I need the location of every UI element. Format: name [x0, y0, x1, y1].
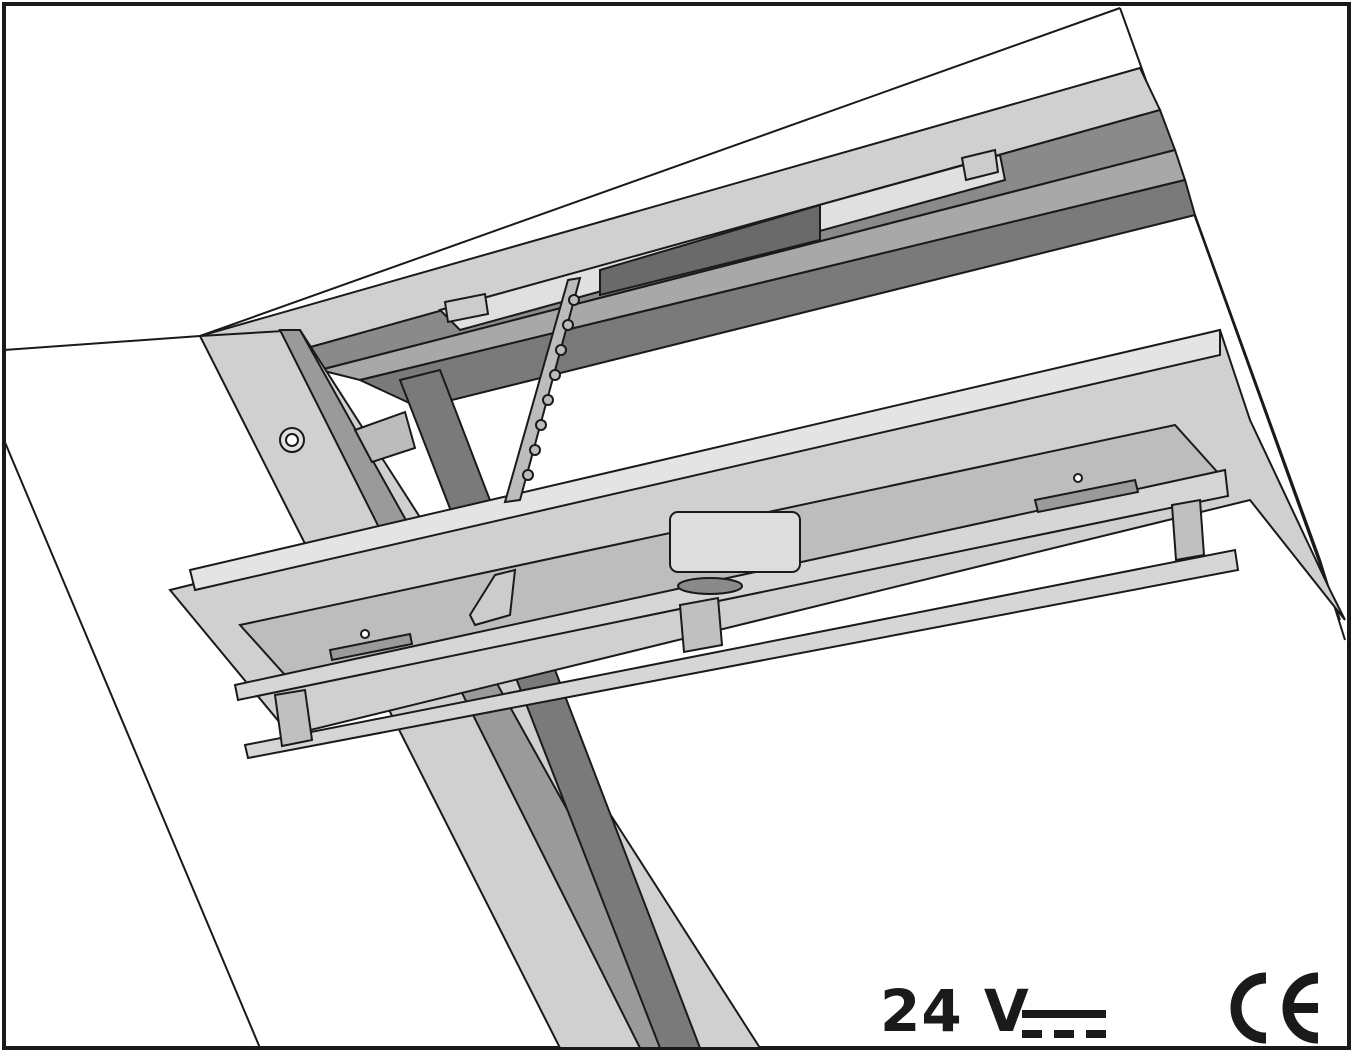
sash-rail [438, 148, 1007, 332]
voltage-label: 24 V [880, 977, 1030, 1045]
dc-current-icon [1022, 1010, 1106, 1038]
actuator-chain [468, 276, 582, 627]
ce-mark-icon [1230, 972, 1319, 1044]
